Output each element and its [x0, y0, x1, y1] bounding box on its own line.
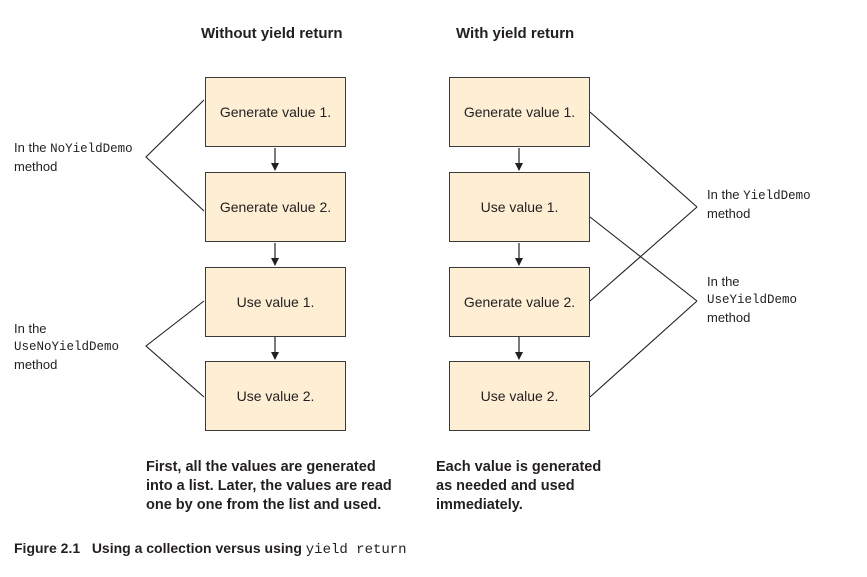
right-note-line: as needed and used — [436, 478, 575, 494]
figure-caption: Figure 2.1 Using a collection versus usi… — [14, 540, 407, 558]
left-box-1: Generate value 1. — [205, 77, 346, 147]
label-noyielddemo-code: NoYieldDemo — [50, 142, 133, 156]
label-useyielddemo-suffix: method — [707, 310, 751, 325]
label-noyielddemo: In the NoYieldDemo method — [14, 139, 133, 175]
bracket-useyielddemo-a — [589, 216, 698, 302]
right-note: Each value is generated as needed and us… — [436, 458, 601, 515]
caption-text: Using a collection versus using — [91, 540, 306, 556]
bracket-useyielddemo-b — [589, 300, 698, 398]
label-yielddemo-prefix: In the — [707, 187, 744, 202]
label-noyielddemo-suffix: method — [14, 159, 58, 174]
right-column-title: With yield return — [456, 25, 575, 42]
caption-label: Figure 2.1 — [14, 540, 81, 556]
label-yielddemo: In the YieldDemo method — [707, 186, 811, 222]
label-useyielddemo-prefix: In the — [707, 274, 740, 289]
left-box-2: Generate value 2. — [205, 172, 346, 242]
right-note-line: Each value is generated — [436, 459, 602, 475]
right-box-4: Use value 2. — [449, 361, 590, 431]
left-box-4: Use value 2. — [205, 361, 346, 431]
label-usenoyielddemo-prefix: In the — [14, 321, 47, 336]
right-box-1: Generate value 1. — [449, 77, 590, 147]
label-usenoyielddemo-suffix: method — [14, 357, 58, 372]
left-column-title: Without yield return — [201, 25, 343, 42]
label-yielddemo-suffix: method — [707, 206, 751, 221]
label-noyielddemo-prefix: In the — [14, 140, 51, 155]
label-usenoyielddemo-code: UseNoYieldDemo — [14, 340, 120, 354]
left-box-3: Use value 1. — [205, 267, 346, 337]
bracket-usenoyielddemo — [145, 300, 205, 398]
label-useyielddemo: In the UseYieldDemo method — [707, 273, 797, 326]
caption-code: yield return — [305, 542, 407, 558]
left-note-line: into a list. Later, the values are read — [146, 478, 392, 494]
bracket-yielddemo-b — [589, 206, 698, 302]
bracket-yielddemo-a — [589, 111, 698, 208]
right-box-3: Generate value 2. — [449, 267, 590, 337]
label-usenoyielddemo: In the UseNoYieldDemo method — [14, 320, 119, 373]
label-yielddemo-code: YieldDemo — [743, 189, 811, 203]
bracket-noyielddemo — [145, 99, 205, 212]
label-useyielddemo-code: UseYieldDemo — [707, 293, 798, 307]
left-note: First, all the values are generated into… — [146, 458, 392, 515]
left-note-line: First, all the values are generated — [146, 459, 376, 475]
left-note-line: one by one from the list and used. — [146, 497, 382, 513]
right-note-line: immediately. — [436, 497, 523, 513]
right-box-2: Use value 1. — [449, 172, 590, 242]
